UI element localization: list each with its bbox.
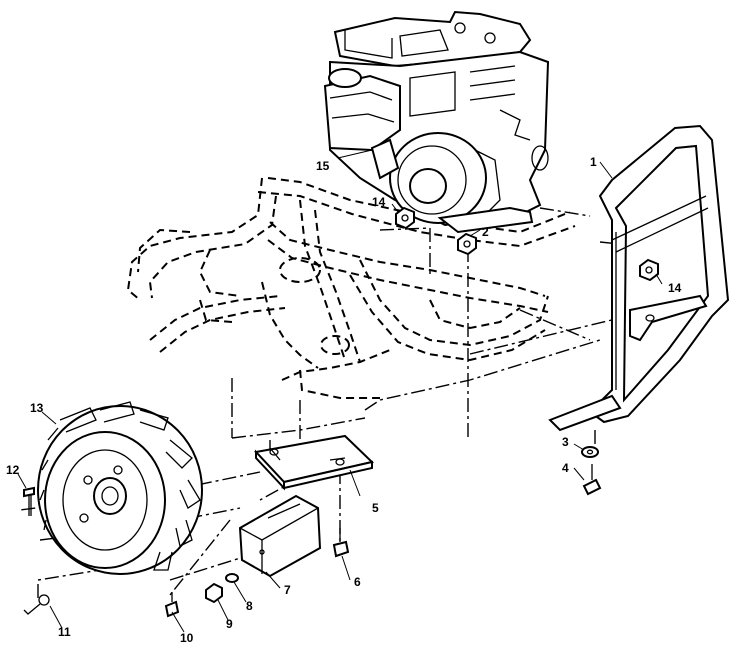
callout-8: 8 xyxy=(246,599,253,613)
callout-4: 4 xyxy=(562,461,569,475)
hardware xyxy=(23,206,659,618)
callout-5: 5 xyxy=(372,501,379,515)
callout-10: 10 xyxy=(180,631,194,645)
callout-3: 3 xyxy=(562,435,569,449)
callout-12: 12 xyxy=(6,463,20,477)
weight-block xyxy=(238,494,322,578)
callout-7: 7 xyxy=(284,583,291,597)
callout-13: 13 xyxy=(30,401,44,415)
callout-11: 11 xyxy=(58,625,71,639)
tiller-frame-phantom xyxy=(126,177,576,399)
callout-14-right: 14 xyxy=(668,281,682,295)
guard-frame xyxy=(548,124,730,432)
callout-2: 2 xyxy=(482,225,489,239)
leader-lines xyxy=(17,149,663,633)
callout-14-top: 14 xyxy=(372,195,386,209)
wheel-assembly xyxy=(37,401,203,575)
engine xyxy=(323,10,550,234)
mounting-bracket xyxy=(254,434,375,491)
callout-labels: 1 2 3 4 5 6 7 8 9 10 11 12 13 14 14 15 xyxy=(6,155,682,645)
callout-6: 6 xyxy=(354,575,361,589)
callout-1: 1 xyxy=(590,155,597,169)
callout-9: 9 xyxy=(226,617,233,631)
callout-15: 15 xyxy=(316,159,330,173)
